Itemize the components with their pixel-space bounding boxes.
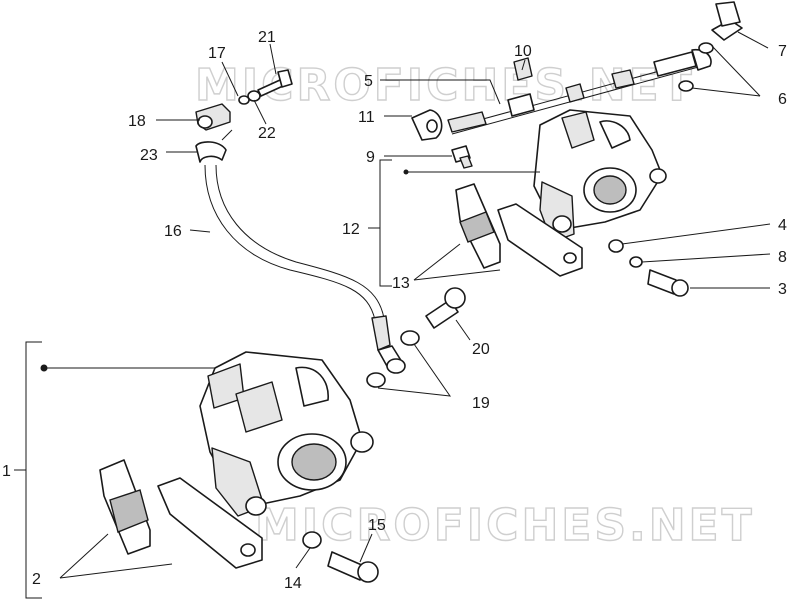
callout-dot-12	[403, 169, 409, 175]
callout-18: 18	[128, 113, 146, 130]
brake-pipe	[447, 48, 712, 135]
callout-16: 16	[164, 223, 182, 240]
bleed-screw-9	[451, 145, 473, 169]
callout-15: 15	[368, 517, 386, 534]
callout-17: 17	[208, 45, 226, 62]
brake-pads-upper	[455, 183, 583, 277]
callout-12: 12	[342, 221, 360, 238]
brake-pads-lower	[99, 459, 263, 569]
callout-9: 9	[366, 149, 375, 166]
callout-22: 22	[258, 125, 276, 142]
hose-clip-18	[195, 103, 231, 131]
caliper-upper	[533, 109, 667, 243]
watermark-bottom: MICROFICHES.NET	[255, 500, 755, 551]
callout-8: 8	[778, 249, 787, 266]
washer-19-lower	[366, 372, 386, 388]
callout-20: 20	[472, 341, 490, 358]
callout-23: 23	[140, 147, 158, 164]
washer-17	[238, 95, 250, 105]
bolt-15	[327, 551, 379, 583]
bolt-20	[425, 287, 466, 329]
bolt-3	[647, 269, 689, 297]
callout-5: 5	[364, 73, 373, 90]
callout-19: 19	[472, 395, 490, 412]
leader-lines	[14, 31, 771, 599]
washer-4	[608, 239, 624, 253]
callout-10: 10	[514, 43, 532, 60]
washer-19-upper	[400, 330, 420, 346]
callout-2: 2	[32, 571, 41, 588]
callout-7: 7	[778, 43, 787, 60]
callout-3: 3	[778, 281, 787, 298]
bracket-10	[513, 57, 533, 81]
washer-8	[629, 256, 643, 268]
washer-6-upper	[698, 42, 714, 54]
callout-1: 1	[2, 463, 11, 480]
caliper-lower	[199, 351, 374, 517]
bolt-21	[257, 69, 293, 97]
callout-21: 21	[258, 29, 276, 46]
washer-6-lower	[678, 80, 694, 92]
washer-14	[302, 531, 322, 549]
callout-dot-1	[40, 364, 48, 372]
clip-11	[411, 109, 443, 141]
washer-22	[247, 90, 261, 102]
callout-13: 13	[392, 275, 410, 292]
callout-11: 11	[358, 109, 375, 126]
callout-6: 6	[778, 91, 787, 108]
callout-14: 14	[284, 575, 302, 592]
hose-clip-23	[195, 129, 233, 163]
brake-hose	[204, 164, 406, 374]
callout-4: 4	[778, 217, 787, 234]
bolt-7	[711, 1, 743, 41]
